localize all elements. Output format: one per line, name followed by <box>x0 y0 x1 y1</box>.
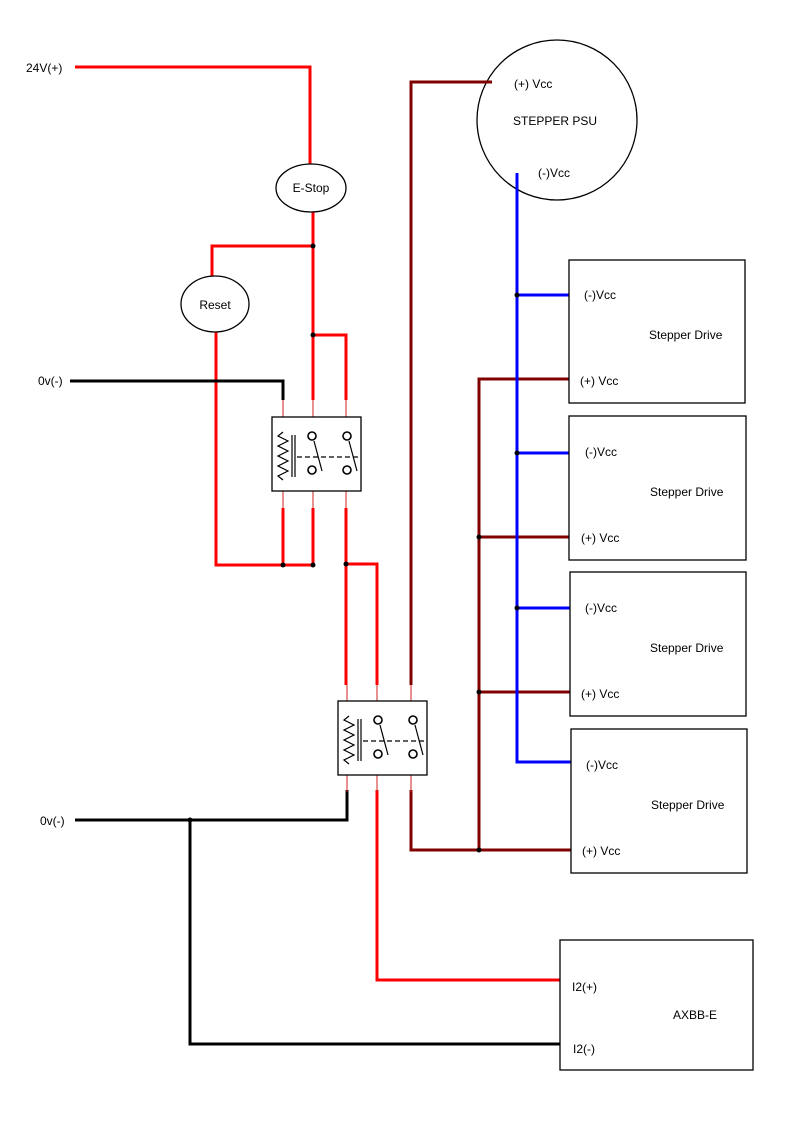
psu-positive-wires <box>409 80 571 852</box>
axbb-title: AXBB-E <box>673 1008 717 1022</box>
stepper-drive-2: (-)Vcc Stepper Drive (+) Vcc <box>568 415 747 561</box>
drive-title: Stepper Drive <box>650 641 724 655</box>
stepper-psu: (+) Vcc STEPPER PSU (-)Vcc <box>476 39 638 201</box>
junction-dots <box>187 243 520 853</box>
psu-title: STEPPER PSU <box>513 114 597 128</box>
axbb-e-controller: I2(+) AXBB-E I2(-) <box>559 939 754 1071</box>
relay-1 <box>271 416 362 492</box>
drive-title: Stepper Drive <box>651 798 725 812</box>
supply-24v-label: 24V(+) <box>26 61 62 75</box>
drive-pos-label: (+) Vcc <box>580 374 618 388</box>
psu-neg-label: (-)Vcc <box>538 166 570 180</box>
relay-2 <box>337 700 428 776</box>
stepper-drive-3: (-)Vcc Stepper Drive (+) Vcc <box>569 571 747 717</box>
psu-pos-label: (+) Vcc <box>514 77 552 91</box>
drive-neg-label: (-)Vcc <box>585 445 617 459</box>
psu-negative-wires <box>515 173 571 764</box>
drive-pos-label: (+) Vcc <box>581 687 619 701</box>
reset-label: Reset <box>199 298 231 312</box>
estop-switch: E-Stop <box>275 163 347 213</box>
drive-neg-label: (-)Vcc <box>585 601 617 615</box>
axbb-neg-label: I2(-) <box>573 1042 595 1056</box>
estop-label: E-Stop <box>293 181 330 195</box>
stepper-drive-1: (-)Vcc Stepper Drive (+) Vcc <box>568 259 746 404</box>
positive-wires <box>75 65 561 982</box>
drive-pos-label: (+) Vcc <box>582 844 620 858</box>
drive-neg-label: (-)Vcc <box>586 758 618 772</box>
zero-v-top-label: 0v(-) <box>38 374 63 388</box>
ground-wires <box>70 379 565 1046</box>
axbb-pos-label: I2(+) <box>572 980 597 994</box>
stepper-drive-4: (-)Vcc Stepper Drive (+) Vcc <box>570 728 748 874</box>
zero-v-bottom-label: 0v(-) <box>40 814 65 828</box>
drive-title: Stepper Drive <box>649 328 723 342</box>
drive-pos-label: (+) Vcc <box>581 531 619 545</box>
drive-title: Stepper Drive <box>650 485 724 499</box>
drive-neg-label: (-)Vcc <box>584 288 616 302</box>
reset-switch: Reset <box>180 275 250 333</box>
